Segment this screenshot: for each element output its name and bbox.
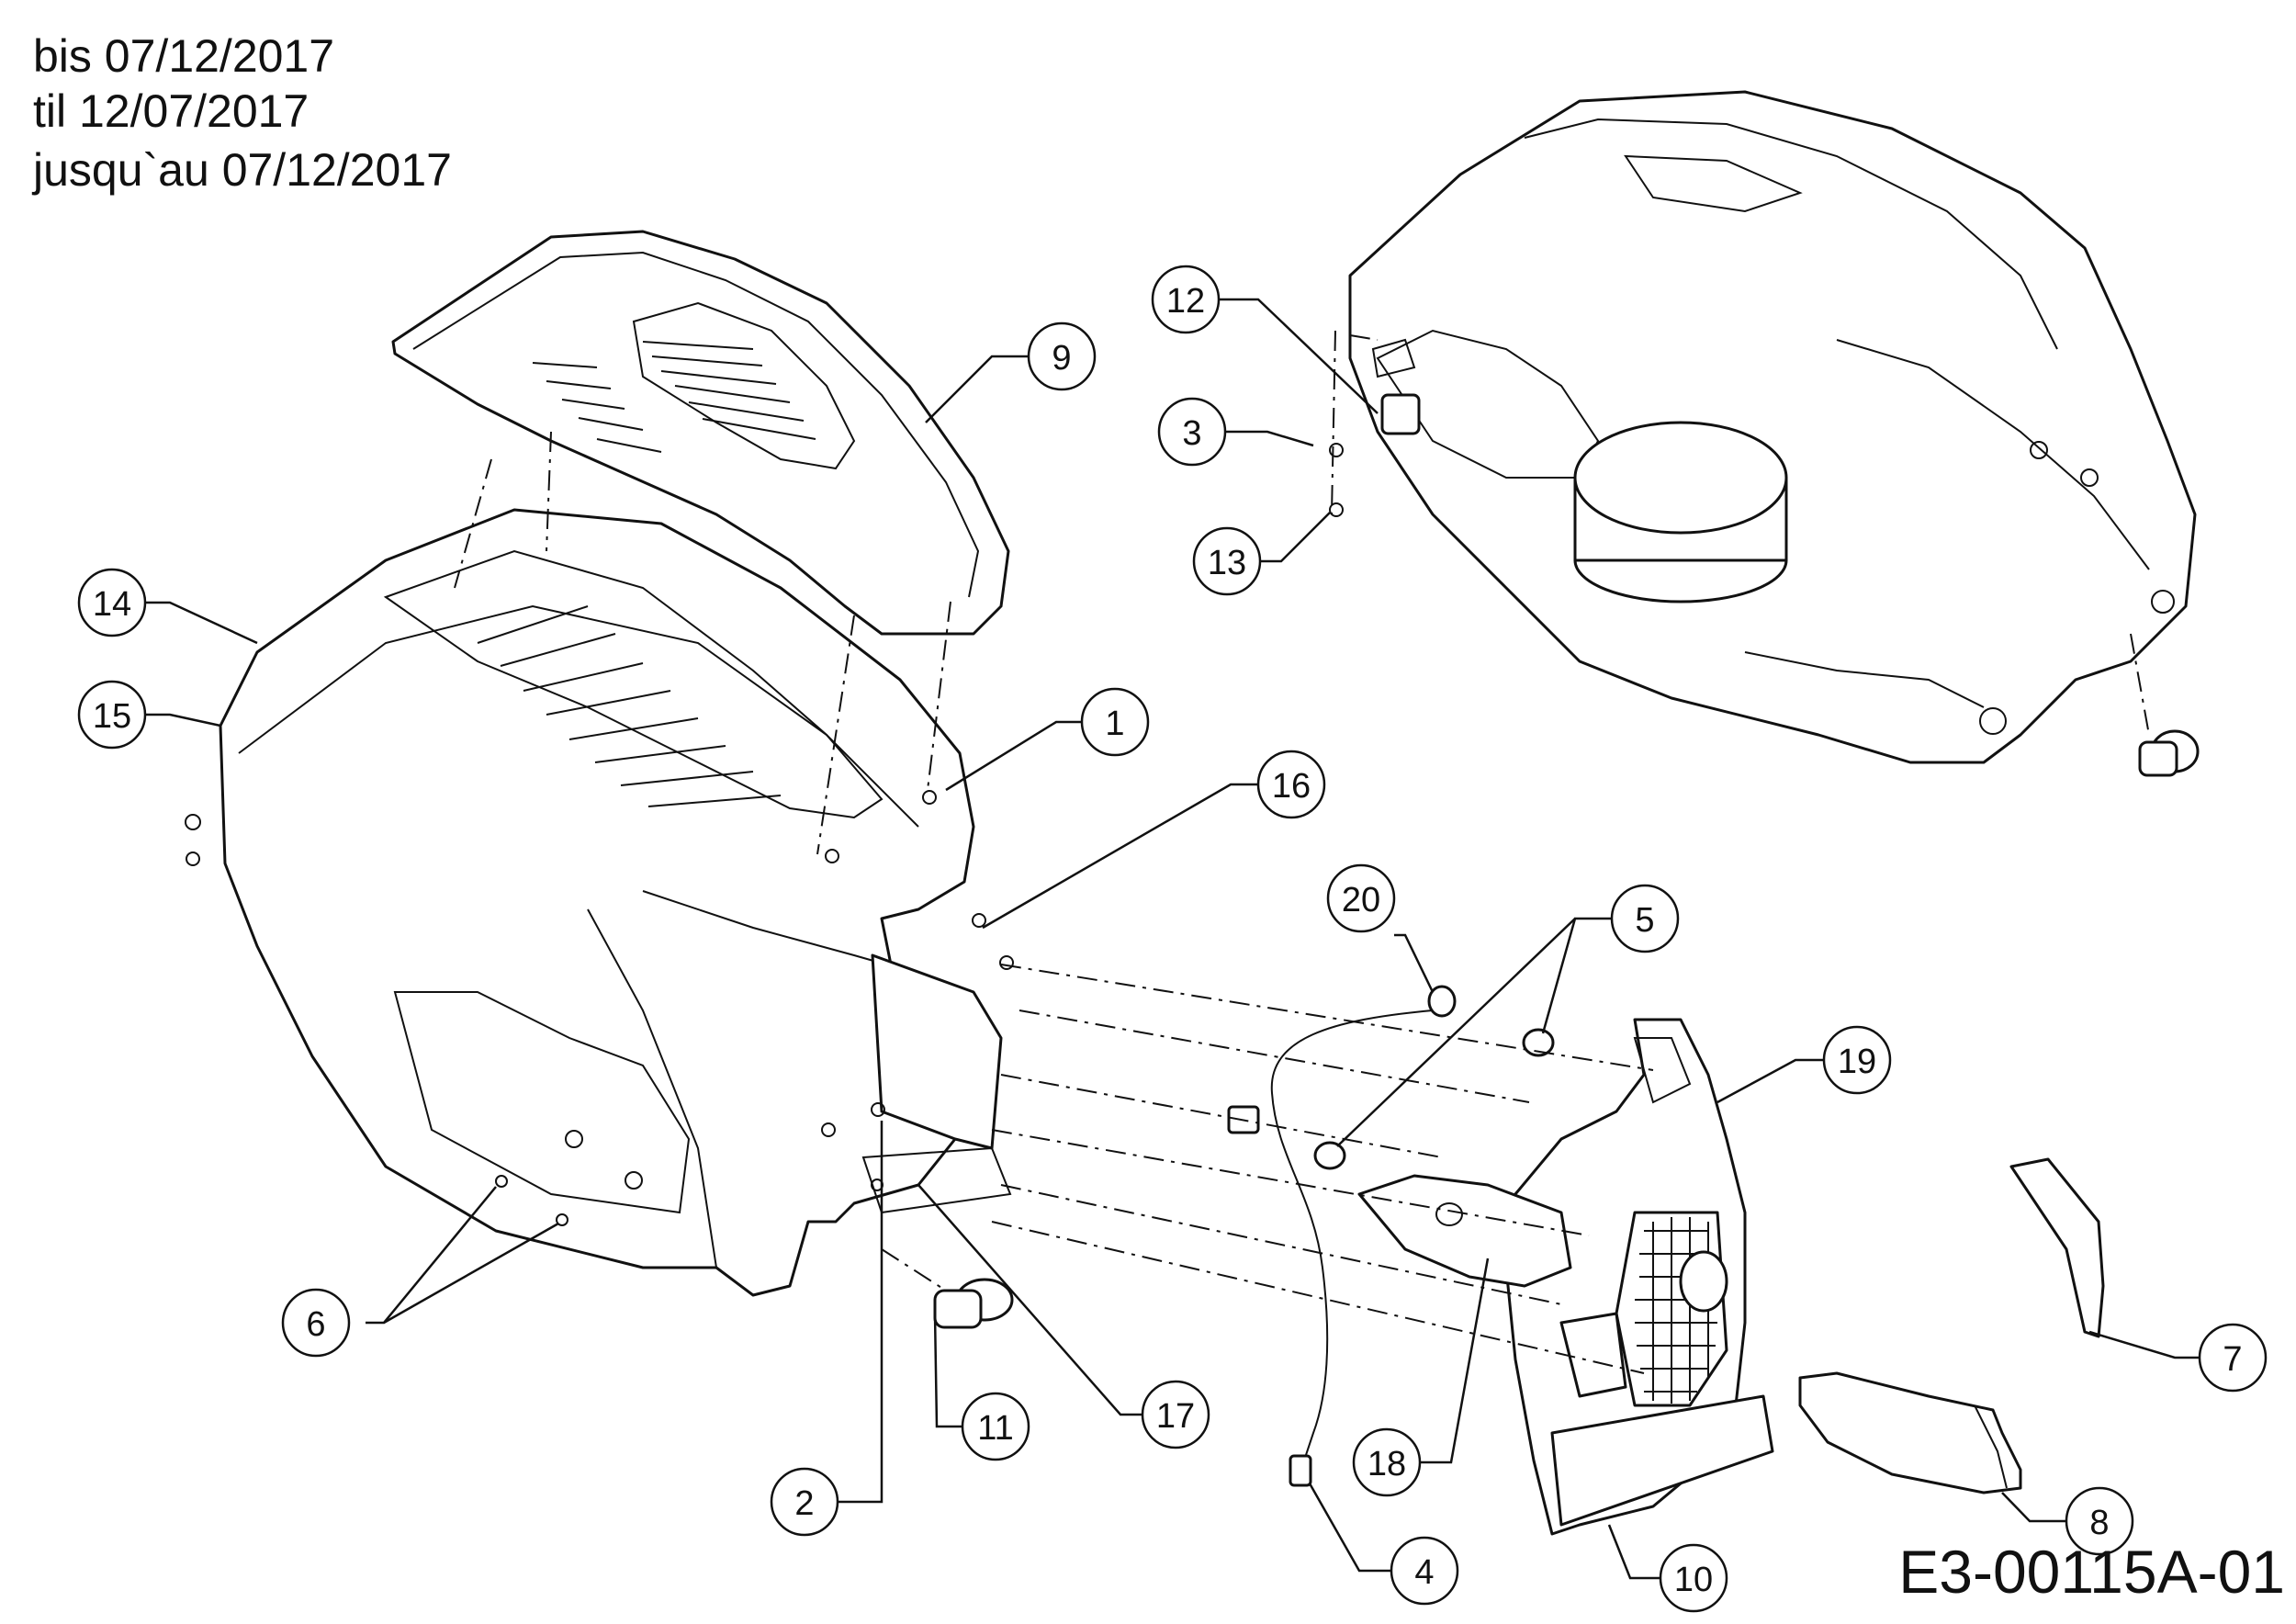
- callout-label-18: 18: [1367, 1445, 1406, 1483]
- callout-label-15: 15: [93, 697, 131, 736]
- callout-1: 1: [1080, 687, 1150, 757]
- callout-3: 3: [1157, 397, 1227, 467]
- callout-label-13: 13: [1208, 544, 1246, 582]
- callout-7: 7: [2198, 1323, 2268, 1393]
- part-17-bracket: [861, 953, 1012, 1214]
- part-12-rear-assembly: [1329, 90, 2197, 764]
- date-line-french: jusqu`au 07/12/2017: [33, 144, 452, 196]
- callout-8: 8: [2065, 1486, 2134, 1556]
- part-7-side-trim: [2009, 1157, 2105, 1338]
- callout-label-3: 3: [1182, 414, 1201, 453]
- callout-label-1: 1: [1105, 705, 1124, 743]
- callout-label-16: 16: [1272, 767, 1311, 806]
- part-14-15-hood: [219, 508, 975, 1297]
- callout-17: 17: [1141, 1380, 1210, 1449]
- callout-16: 16: [1256, 750, 1326, 819]
- assembly-lines: [454, 330, 2150, 1374]
- callout-label-2: 2: [794, 1484, 814, 1523]
- part-4-wire-harness: [1227, 1009, 1434, 1487]
- callout-2: 2: [770, 1467, 839, 1537]
- callout-label-11: 11: [977, 1409, 1013, 1448]
- callout-6: 6: [281, 1288, 351, 1358]
- callout-label-12: 12: [1166, 282, 1205, 321]
- part-20-bulb-socket: [1427, 985, 1457, 1018]
- callout-label-10: 10: [1674, 1561, 1713, 1599]
- part-10-lower-trim: [1550, 1394, 1774, 1527]
- callout-13: 13: [1192, 526, 1262, 596]
- callout-18: 18: [1352, 1427, 1422, 1497]
- callout-14: 14: [77, 568, 147, 637]
- callout-label-8: 8: [2089, 1504, 2109, 1542]
- callout-label-14: 14: [93, 585, 131, 624]
- callout-label-17: 17: [1156, 1397, 1195, 1436]
- callout-label-9: 9: [1052, 339, 1071, 378]
- date-line-danish: til 12/07/2017: [33, 85, 310, 137]
- callout-15: 15: [77, 680, 147, 750]
- part-8-headlight-lens: [1798, 1371, 2022, 1494]
- part-19-front-grille: [1504, 1018, 1747, 1536]
- callout-12: 12: [1151, 265, 1221, 334]
- callout-4: 4: [1390, 1536, 1459, 1606]
- part-11-bumper: [933, 1278, 1014, 1329]
- hardware-fasteners: [185, 790, 1014, 1226]
- callout-19: 19: [1822, 1025, 1892, 1095]
- callout-label-20: 20: [1342, 881, 1380, 919]
- part-rear-bumper: [2138, 729, 2200, 777]
- date-line-german: bis 07/12/2017: [33, 30, 335, 82]
- part-5-bulb: [1313, 1028, 1555, 1170]
- drawing-code: E3-00115A-01: [1898, 1538, 2285, 1606]
- callout-label-7: 7: [2223, 1340, 2242, 1379]
- callout-label-6: 6: [306, 1305, 325, 1344]
- callout-label-5: 5: [1635, 901, 1654, 940]
- callout-leader-lines: [145, 298, 2200, 1580]
- callout-11: 11: [961, 1392, 1030, 1461]
- callout-9: 9: [1027, 321, 1097, 391]
- callout-5: 5: [1610, 884, 1680, 953]
- callout-label-19: 19: [1838, 1043, 1876, 1081]
- callout-20: 20: [1326, 863, 1396, 933]
- callout-10: 10: [1659, 1543, 1728, 1613]
- callout-label-4: 4: [1414, 1553, 1434, 1592]
